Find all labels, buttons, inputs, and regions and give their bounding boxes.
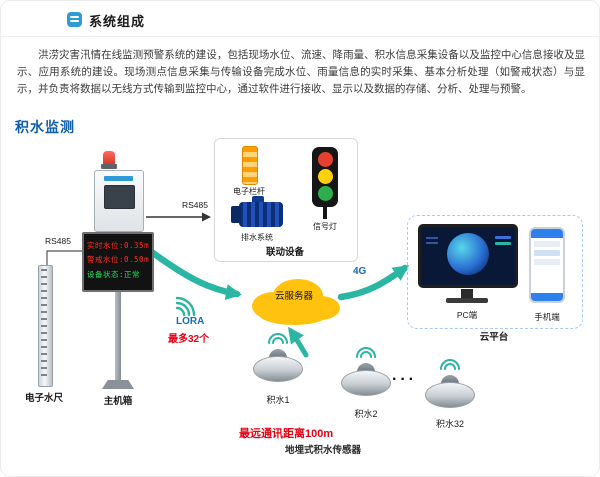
cabinet-panel [104,185,135,209]
dashboard-bar-2 [495,242,511,245]
traffic-light-pole [323,207,327,219]
led-line1: 实时水位:0.35m [87,241,150,250]
ellipsis-label: ··· [392,371,417,388]
led-line2: 警戒水位:0.50m [87,255,150,265]
phone-header-bar [531,229,563,238]
sensor-type-label: 地埋式积水传感器 [285,445,362,456]
drainage-label: 排水系统 [241,233,273,242]
cloud-shape [252,279,340,325]
pump-body [239,202,283,227]
dashboard-globe [447,233,489,275]
led-display: 实时水位:0.35m 警戒水位:0.50m 设备状态:正常 [82,232,154,292]
beacon-light-icon [101,151,117,169]
intro-paragraph: 洪涝灾害汛情在线监测预警系统的建设，包括现场水位、流速、降雨量、积水信息采集设备… [17,49,585,95]
section-icon [67,12,82,27]
max-distance-label: 最远通讯距离100m [239,428,334,440]
traffic-light-icon [312,147,338,207]
mobile-label: 手机端 [534,312,560,322]
phone-row-3 [534,259,560,265]
main-cabinet-label: 主机箱 [103,396,133,407]
monitor-stand [461,289,473,299]
rs485-left-label: RS485 [45,236,71,246]
dashboard-bar-1 [495,236,511,239]
sensor32-signal-icon [440,359,460,370]
cloud-server-label: 云服务器 [274,291,313,302]
4g-label: 4G [353,266,367,277]
phone-icon [529,227,565,303]
sensor-body [253,356,303,382]
water-sensor-32-icon [425,375,475,409]
red-lamp [317,152,333,167]
monitor-base [446,298,488,303]
station-base [102,380,134,389]
cloud-to-pc-arrow [337,264,410,301]
phone-row-2 [534,250,560,256]
lora-label: LORA [176,316,205,327]
sensor-1-label: 积水1 [266,395,290,405]
barrier-icon [242,146,258,185]
water-sensor-1-icon [253,349,303,383]
sensor-2-label: 积水2 [354,409,378,419]
linkage-devices-box [214,138,358,262]
dashboard-line-2 [426,242,438,244]
cloud-server-icon: 云服务器 [244,270,344,328]
station-cabinet-icon [94,170,144,232]
dashboard-line-1 [426,237,438,239]
barrier-label: 电子栏杆 [233,187,265,196]
linkage-devices-label: 联动设备 [265,247,304,258]
pc-label: PC端 [456,310,478,320]
pump-outlet [252,196,264,204]
pc-monitor-icon [418,224,518,288]
water-ruler-icon [38,265,53,387]
water-sensor-2-icon [341,363,391,397]
lora-signal-icon [175,296,196,317]
rs485-right-label: RS485 [182,200,208,210]
pump-motor-cap [231,206,241,223]
sensor2-signal-icon [356,347,376,358]
phone-bottom-bar [531,293,563,301]
station-pole [115,292,121,382]
sensor-body [341,370,391,396]
green-lamp [317,186,333,201]
yellow-lamp [317,169,333,184]
header-divider [1,36,599,37]
sensor-32-label: 积水32 [435,419,464,429]
signal-light-label: 信号灯 [313,222,337,231]
cloud-platform-label: 云平台 [479,332,509,343]
water-ruler-label: 电子水尺 [24,393,63,404]
phone-row-1 [534,241,560,247]
led-line3: 设备状态:正常 [87,269,141,279]
sensor-body [425,382,475,408]
drain-pump-icon [231,196,285,230]
section-title: 积水监测 [15,119,75,135]
sensor1-signal-icon [268,333,288,344]
max-nodes-label: 最多32个 [168,334,210,345]
cloud-platform-box [407,215,583,329]
page-title: 系统组成 [89,14,146,29]
